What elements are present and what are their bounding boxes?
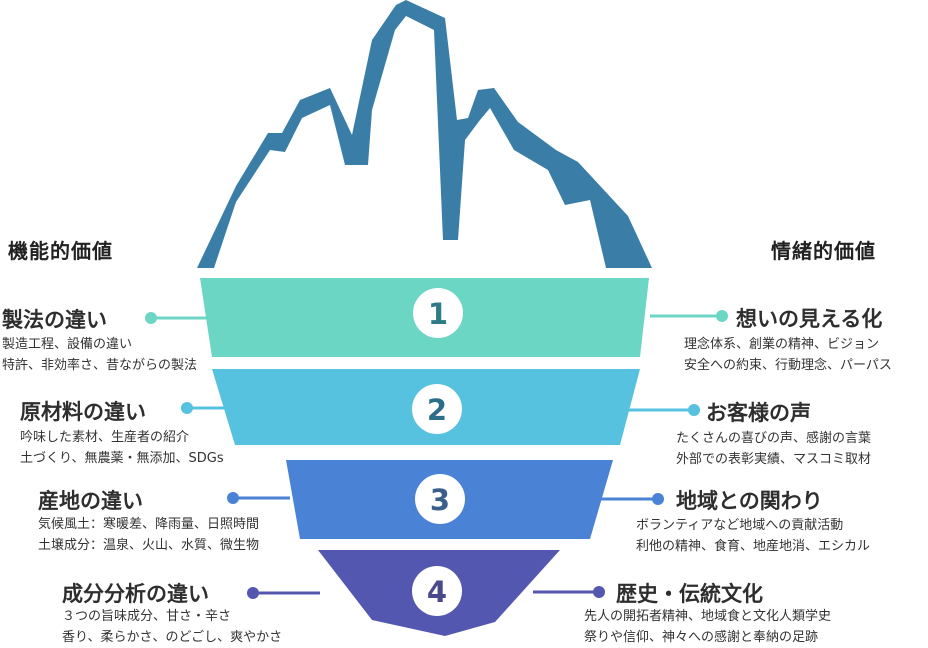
- left-title-2: 原材料の違い: [20, 400, 146, 424]
- iceberg-tip-snow: [214, 16, 606, 268]
- right-connector-1: [650, 310, 728, 322]
- left-desc-1: 製造工程、設備の違い 特許、非効率さ、昔ながらの製法: [2, 334, 197, 376]
- tier-2-number: 2: [427, 393, 447, 427]
- left-connector-4: [247, 587, 320, 599]
- right-desc-3-line-2: 利他の精神、食育、地産地消、エシカル: [636, 539, 871, 554]
- tier-3-badge: 3: [415, 474, 465, 524]
- left-title-1: 製法の違い: [2, 308, 107, 332]
- right-desc-4: 先人の開拓者精神、地域食と文化人類学史 祭りや信仰、神々への感謝と奉納の足跡: [584, 606, 831, 648]
- tier-3-number: 3: [430, 483, 450, 517]
- right-desc-1-line-1: 理念体系、創業の精神、ビジョン: [684, 337, 880, 352]
- right-title-1: 想いの見える化: [736, 307, 883, 331]
- left-title-3: 産地の違い: [38, 489, 143, 513]
- left-connector-3: [227, 492, 290, 504]
- right-connector-2: [627, 404, 700, 416]
- left-desc-3-line-1: 気候風土：寒暖差、降雨量、日照時間: [38, 517, 260, 532]
- left-desc-1-line-1: 製造工程、設備の違い: [2, 337, 133, 352]
- tier-2-badge: 2: [412, 384, 462, 434]
- functional-value-heading: 機能的価値: [8, 239, 113, 263]
- left-connector-1: [145, 312, 210, 324]
- left-desc-4-line-2: 香り、柔らかさ、のどごし、爽やかさ: [62, 630, 283, 645]
- right-title-4: 歴史・伝統文化: [616, 582, 763, 606]
- tier-4-badge: 4: [412, 566, 462, 616]
- right-title-2: お客様の声: [706, 401, 811, 425]
- right-desc-2-line-2: 外部での表彰実績、マスコミ取材: [676, 452, 872, 467]
- left-desc-2-line-1: 吟味した素材、生産者の紹介: [20, 430, 190, 445]
- left-desc-2: 吟味した素材、生産者の紹介 土づくり、無農薬・無添加、SDGs: [20, 427, 224, 469]
- right-desc-3-line-1: ボランティアなど地域への貢献活動: [636, 518, 844, 533]
- right-connector-3: [595, 493, 664, 505]
- right-desc-1-line-2: 安全への約束、行動理念、パーパス: [684, 358, 892, 373]
- left-desc-3: 気候風土：寒暖差、降雨量、日照時間 土壌成分：温泉、火山、水質、微生物: [38, 514, 259, 556]
- left-desc-3-line-2: 土壌成分：温泉、火山、水質、微生物: [38, 538, 260, 553]
- tier-4-number: 4: [427, 575, 447, 609]
- left-title-4: 成分分析の違い: [62, 582, 209, 606]
- left-desc-4: ３つの旨味成分、甘さ・辛さ 香り、柔らかさ、のどごし、爽やかさ: [62, 606, 282, 648]
- right-desc-4-line-2: 祭りや信仰、神々への感謝と奉納の足跡: [584, 630, 819, 645]
- right-desc-4-line-1: 先人の開拓者精神、地域食と文化人類学史: [584, 609, 832, 624]
- left-desc-4-line-1: ３つの旨味成分、甘さ・辛さ: [62, 609, 232, 624]
- left-desc-2-line-2: 土づくり、無農薬・無添加、SDGs: [20, 451, 224, 466]
- right-connector-4: [533, 586, 605, 598]
- right-desc-2: たくさんの喜びの声、感謝の言葉 外部での表彰実績、マスコミ取材: [676, 428, 871, 470]
- right-desc-1: 理念体系、創業の精神、ビジョン 安全への約束、行動理念、パーパス: [684, 334, 892, 376]
- right-desc-2-line-1: たくさんの喜びの声、感謝の言葉: [676, 431, 872, 446]
- emotional-value-heading: 情緒的価値: [771, 239, 876, 263]
- left-connector-2: [181, 402, 270, 414]
- tier-1-number: 1: [428, 297, 448, 331]
- left-desc-1-line-2: 特許、非効率さ、昔ながらの製法: [2, 358, 198, 373]
- tier-1-badge: 1: [413, 288, 463, 338]
- right-desc-3: ボランティアなど地域への貢献活動 利他の精神、食育、地産地消、エシカル: [636, 515, 870, 557]
- right-title-3: 地域との関わり: [676, 489, 823, 513]
